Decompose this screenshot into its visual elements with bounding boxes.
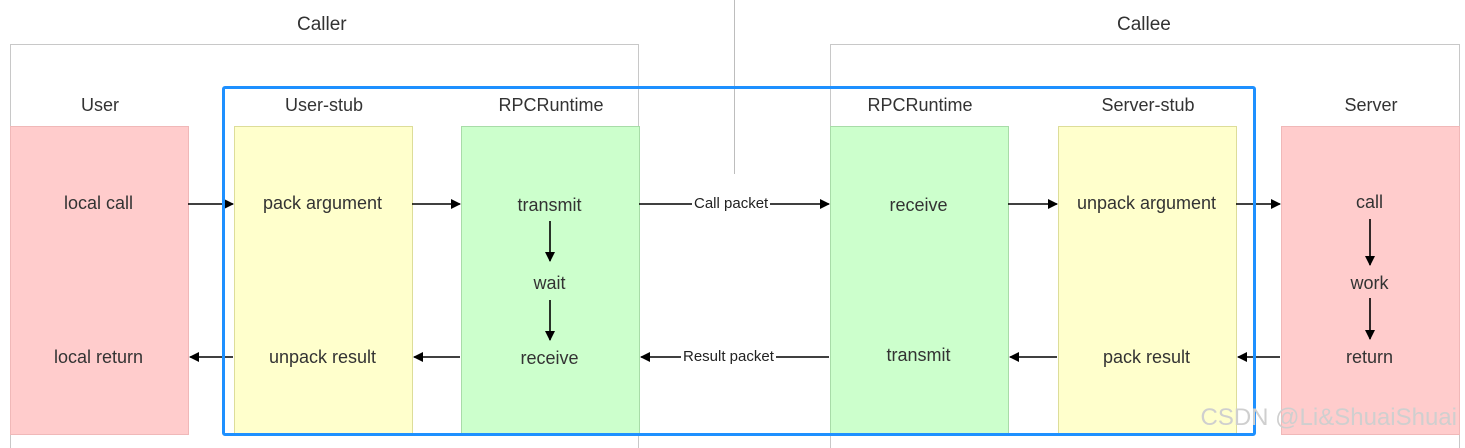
user-column-title: User (80, 95, 119, 115)
callee-title: Callee (1117, 14, 1171, 35)
caller-title: Caller (297, 14, 347, 35)
work-step: work (1350, 273, 1389, 293)
wait-step: wait (533, 273, 566, 293)
server-stub-box (1058, 126, 1237, 435)
unpack-result-step: unpack result (268, 347, 377, 367)
call-packet-label: Call packet (692, 195, 771, 212)
result-packet-label: Result packet (681, 348, 776, 365)
rpc-runtime-right-title: RPCRuntime (867, 95, 973, 115)
transmit-left-step: transmit (517, 195, 582, 215)
local-call-step: local call (63, 193, 134, 213)
local-return-step: local return (53, 347, 144, 367)
user-stub-column-title: User-stub (284, 95, 364, 115)
pack-result-step: pack result (1102, 347, 1191, 367)
pack-argument-step: pack argument (262, 193, 383, 213)
user-stub-box (234, 126, 413, 435)
call-step: call (1355, 192, 1383, 212)
user-box (10, 126, 189, 435)
server-column-title: Server (1344, 95, 1398, 115)
rpc-runtime-right-box (830, 126, 1009, 435)
transmit-right-step: transmit (886, 345, 951, 365)
receive-right-step: receive (889, 195, 948, 215)
server-stub-column-title: Server-stub (1101, 95, 1195, 115)
rpc-runtime-left-box (461, 126, 640, 435)
receive-left-step: receive (520, 348, 579, 368)
server-box (1281, 126, 1460, 435)
return-step: return (1345, 347, 1394, 367)
rpc-runtime-left-title: RPCRuntime (498, 95, 604, 115)
watermark: CSDN @Li&ShuaiShuai (1200, 404, 1458, 431)
unpack-argument-step: unpack argument (1076, 193, 1217, 213)
